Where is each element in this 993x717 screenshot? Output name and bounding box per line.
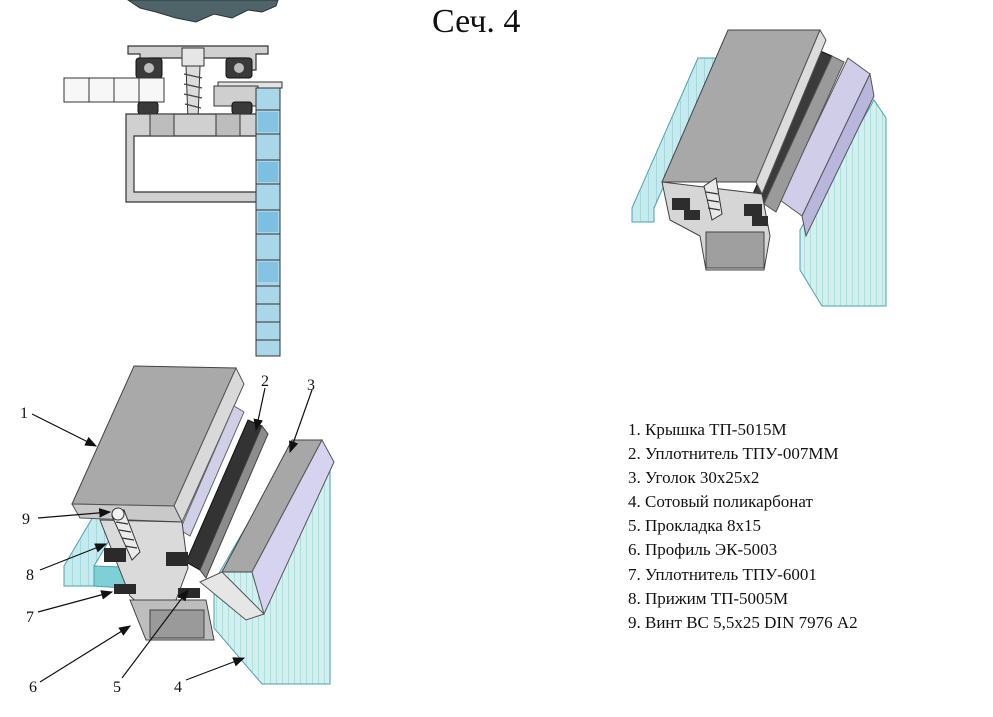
- callout-9: 9: [22, 511, 30, 528]
- leader-8: [39, 543, 108, 571]
- parts-legend: 1. Крышка ТП-5015М 2. Уплотнитель ТПУ-00…: [628, 418, 858, 635]
- screw-head: [181, 47, 205, 67]
- iso-view-small: [631, 28, 887, 307]
- callout-3: 3: [307, 377, 315, 394]
- gasket-right-bottom: [231, 101, 253, 115]
- legend-item-7: 7. Уплотнитель ТПУ-6001: [628, 564, 817, 584]
- callout-5: 5: [113, 679, 121, 696]
- callout-1: 1: [20, 405, 28, 422]
- callout-6: 6: [29, 679, 37, 696]
- gasket-left-bottom: [137, 101, 159, 115]
- leader-4: [185, 657, 246, 681]
- legend-item-5: 5. Прокладка 8х15: [628, 516, 762, 536]
- legend-item-1: 1. Крышка ТП-5015М: [628, 420, 787, 439]
- leader-3: [289, 389, 313, 454]
- leader-1: [31, 413, 98, 447]
- legend-item-6: 6. Профиль ЭК-5003: [628, 540, 778, 560]
- iso-view-large: [63, 365, 335, 685]
- leader-6: [39, 625, 132, 683]
- legend-item-8: 8. Прижим ТП-5005М: [628, 588, 789, 608]
- stone-block: [127, 0, 279, 23]
- leader-9: [37, 508, 112, 519]
- callout-4: 4: [174, 679, 182, 696]
- leader-5: [121, 589, 189, 679]
- legend-item-3: 3. Уголок 30х25х2: [628, 468, 760, 488]
- section-2d: [63, 0, 283, 357]
- legend-item-4: 4. Сотовый поликарбонат: [628, 492, 813, 512]
- leader-7: [37, 590, 114, 613]
- callouts: [31, 387, 313, 683]
- callout-numbers: 1 2 3 4 5 6 7 8 9: [20, 373, 315, 696]
- callout-7: 7: [26, 609, 34, 626]
- legend-item-2: 2. Уплотнитель ТПУ-007ММ: [628, 444, 839, 464]
- callout-8: 8: [26, 567, 34, 584]
- section-title: Сеч. 4: [432, 3, 521, 40]
- leader-2: [253, 387, 266, 432]
- callout-2: 2: [261, 373, 269, 390]
- main-profile: [125, 113, 273, 203]
- legend-item-9: 9. Винт ВС 5,5х25 DIN 7976 А2: [628, 612, 858, 632]
